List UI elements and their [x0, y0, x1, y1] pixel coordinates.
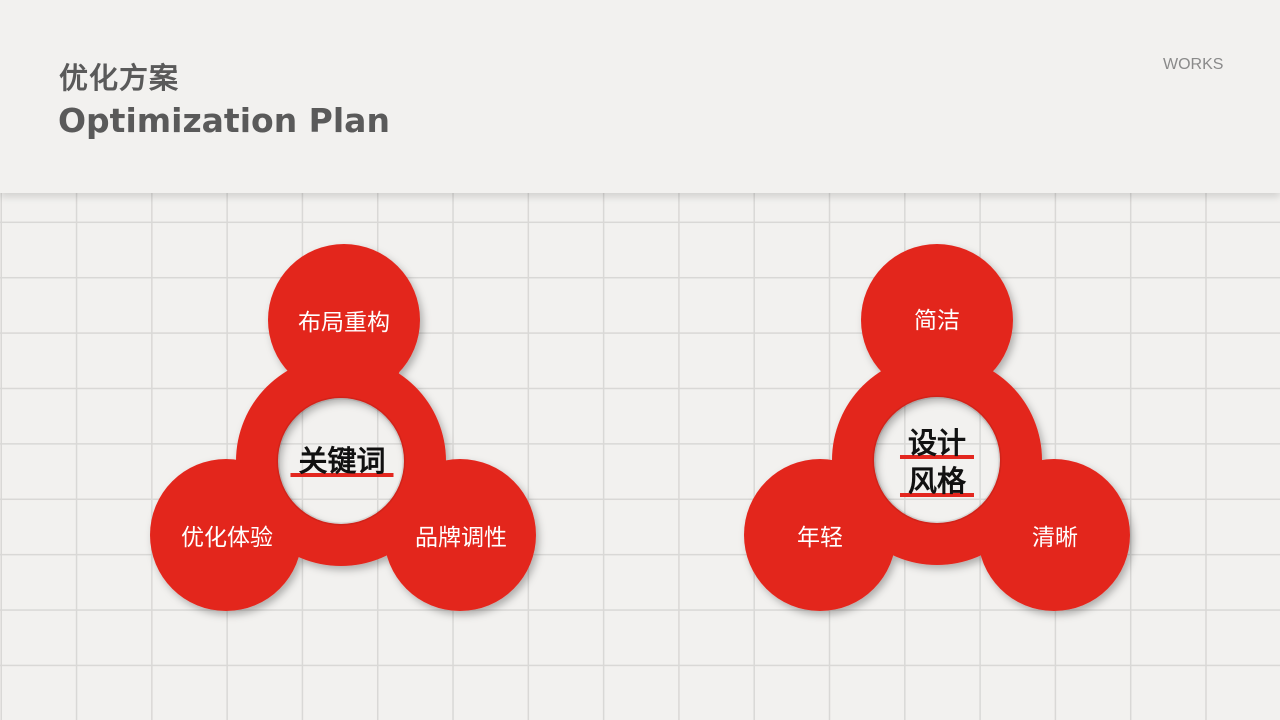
lobe-label-left: 年轻: [797, 525, 843, 551]
lobe-label-left: 优化体验: [181, 525, 273, 551]
lobe-label-top: 布局重构: [298, 310, 390, 336]
lobe-label-right: 品牌调性: [415, 525, 507, 551]
page-title-english: Optimization Plan: [58, 101, 390, 140]
header-bar: 优化方案 Optimization Plan WORKS: [0, 0, 1280, 193]
center-label: 关键词: [290, 442, 394, 480]
lobe-label-right: 清晰: [1032, 525, 1078, 551]
lobe-label-top: 简洁: [914, 308, 960, 334]
section-tag: WORKS: [1163, 56, 1224, 73]
center-label: 设计 风格: [899, 424, 975, 500]
spinner-shape: [150, 244, 536, 611]
keyword-diagram: 布局重构 优化体验 品牌调性 关键词: [150, 244, 536, 611]
page-title-chinese: 优化方案: [59, 61, 180, 95]
